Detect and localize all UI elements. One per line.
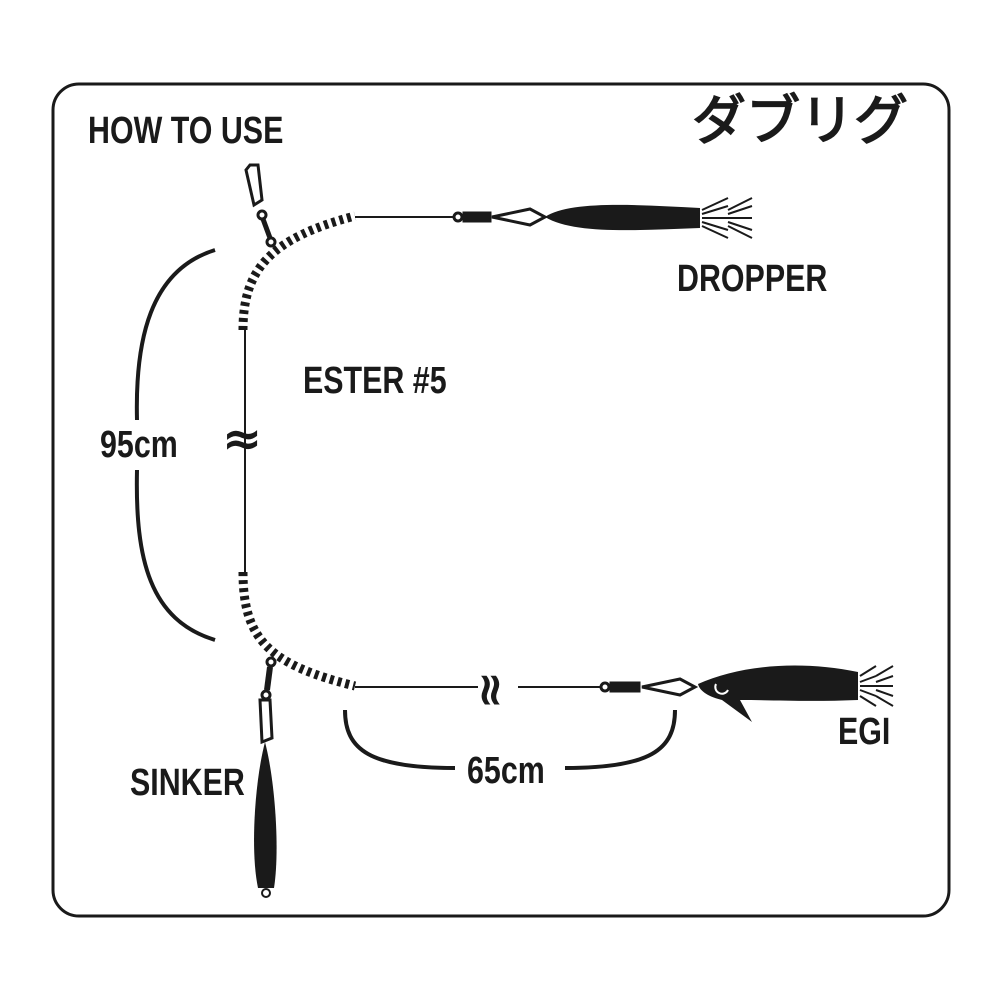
dropper-jig-hooks	[701, 197, 753, 239]
bottom-coil-leader	[238, 571, 357, 691]
product-name-jp: ダブリグ	[692, 89, 908, 152]
line-break-icon: ≈	[222, 411, 262, 467]
top-coil-leader	[238, 211, 357, 331]
sinker-swivel-snap	[258, 656, 277, 745]
sinker-weight	[254, 742, 277, 888]
dropper-swivel-snap	[452, 207, 549, 227]
egi-swivel-snap	[599, 677, 699, 697]
horizontal-length-label: 65cm	[467, 750, 545, 792]
vertical-length-bracket	[134, 248, 216, 642]
top-snap	[244, 163, 277, 248]
egi-label: EGI	[838, 711, 891, 753]
sinker-label: SINKER	[130, 762, 245, 804]
egi-lure	[698, 665, 858, 722]
dropper-jig	[545, 204, 700, 231]
frame-border	[51, 82, 951, 918]
header-title: HOW TO USE	[88, 110, 284, 152]
egi-hooks	[859, 665, 894, 707]
dropper-label: DROPPER	[677, 258, 828, 300]
line-label: ESTER #5	[303, 360, 447, 402]
horizontal-length-bracket	[343, 709, 677, 770]
vertical-length-label: 95cm	[100, 424, 178, 466]
egi-line-break-icon: ≈	[465, 671, 519, 710]
